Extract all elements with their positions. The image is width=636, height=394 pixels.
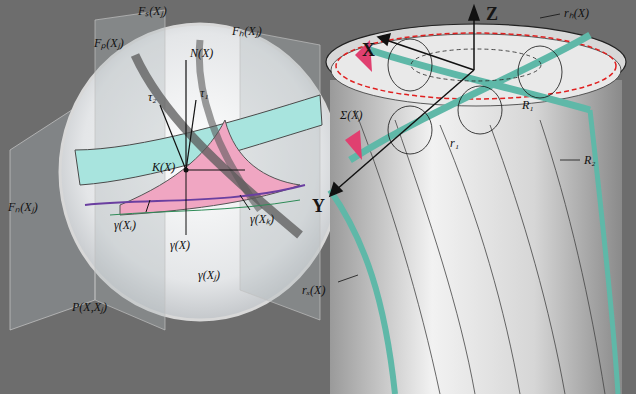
- magnified-view: [10, 10, 340, 330]
- cutter-body: [326, 24, 626, 394]
- curve-label: γ(X): [168, 238, 192, 252]
- normal-label: N(X): [188, 46, 215, 60]
- plane-label: Fₙ(Xⱼ): [6, 200, 40, 214]
- plane-label: Fₕ(Xⱼ): [230, 24, 264, 38]
- plane-label: Fₚ(Xⱼ): [92, 36, 126, 50]
- radius-label: rₕ(X): [562, 6, 591, 20]
- axis-label: Y: [310, 196, 327, 216]
- curve-label: γ(Xᵢ): [112, 218, 138, 232]
- curve-label: γ(Xⱼ): [196, 268, 222, 282]
- surface-label: Σ(X): [338, 108, 364, 122]
- section-label: P(X,Xⱼ): [70, 300, 109, 314]
- point-label: K(X): [150, 160, 177, 174]
- vector-label: τ₁: [198, 86, 210, 100]
- radius-label: R₁: [520, 98, 536, 112]
- axis-label: Z: [484, 4, 500, 24]
- plane-label: Fₛ(Xⱼ): [136, 4, 169, 18]
- vector-label: τ₂: [146, 90, 158, 104]
- axis-label: X: [360, 40, 377, 60]
- radius-label: R₂: [582, 153, 598, 167]
- curve-label: rₓ(X): [300, 283, 327, 297]
- curve-label: γ(Xₖ): [248, 212, 276, 226]
- coordinate-axes: [330, 6, 580, 282]
- radius-label: r₁: [448, 136, 461, 150]
